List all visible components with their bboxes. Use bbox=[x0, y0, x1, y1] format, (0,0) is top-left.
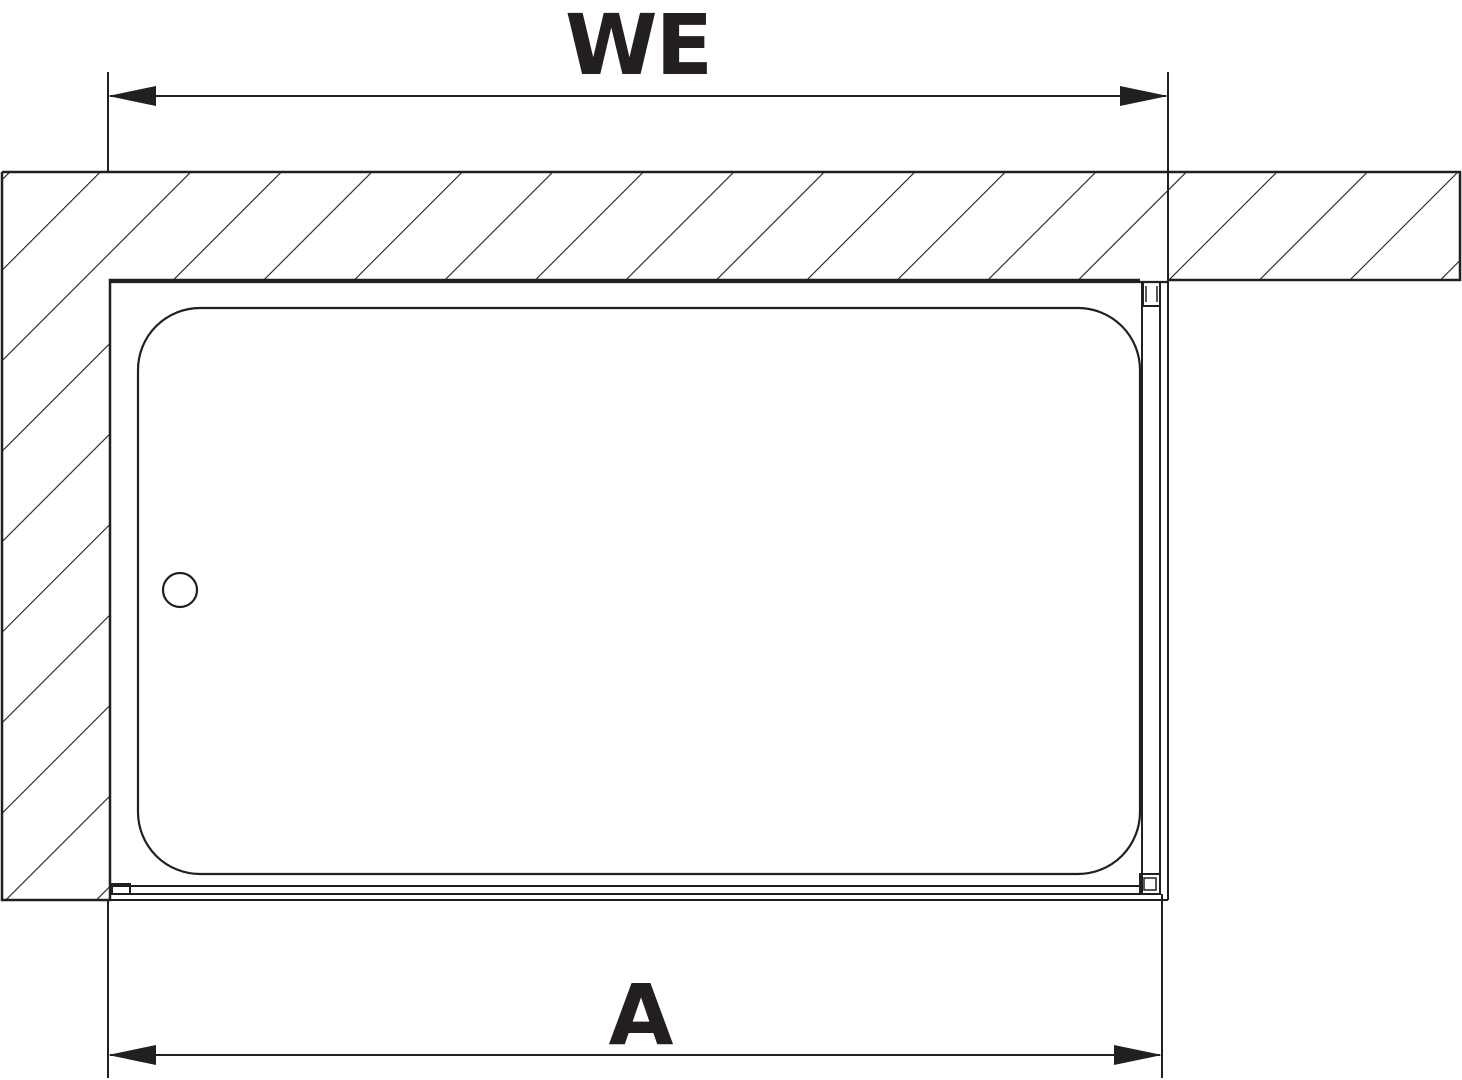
tub-basin bbox=[136, 306, 1142, 876]
shower-screen bbox=[110, 281, 1168, 901]
bottom-dimension-label: A bbox=[608, 966, 673, 1064]
wall-profile-bottom bbox=[111, 883, 131, 895]
wall-profile-top bbox=[1142, 281, 1161, 307]
arrowhead-right-icon bbox=[1120, 86, 1168, 106]
wall-hatched bbox=[0, 170, 1462, 902]
arrowhead-right-icon bbox=[1114, 1045, 1162, 1065]
hinge-bottom-icon bbox=[1139, 873, 1161, 895]
bottom-dimension: A bbox=[107, 894, 1163, 1078]
top-dimension-label: WE bbox=[565, 0, 711, 94]
top-dimension: WE bbox=[107, 0, 1169, 900]
arrowhead-left-icon bbox=[108, 1045, 156, 1065]
arrowhead-left-icon bbox=[108, 86, 156, 106]
drain-icon bbox=[161, 571, 199, 609]
bathtub bbox=[110, 280, 1168, 876]
